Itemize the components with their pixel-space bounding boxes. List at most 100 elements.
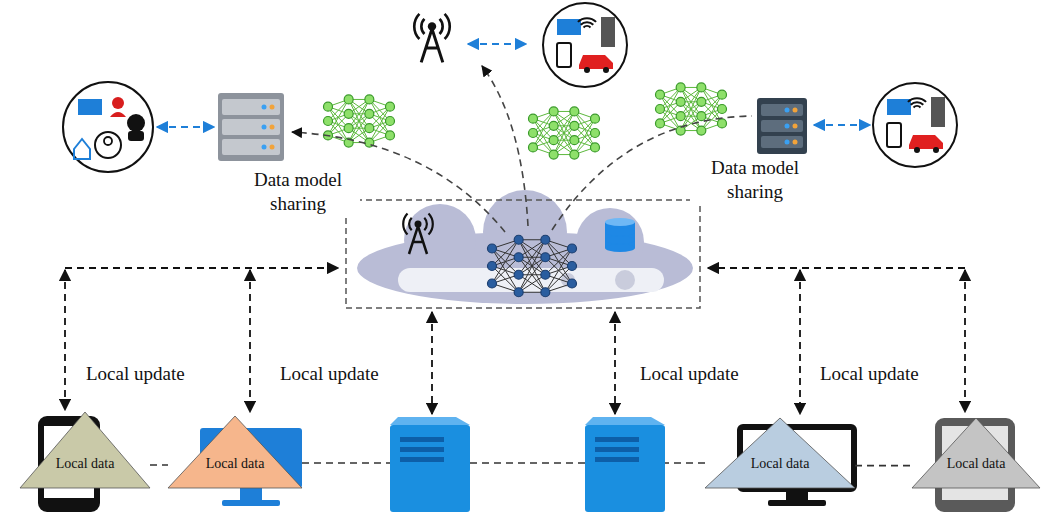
- house-icon: [74, 139, 90, 159]
- tower-wave: [421, 19, 424, 34]
- server-led: [262, 125, 267, 130]
- network-neuron: [386, 131, 395, 140]
- database-top: [605, 218, 635, 226]
- server-led: [785, 140, 790, 145]
- tower-wave: [414, 14, 419, 39]
- database-layer: [605, 228, 635, 236]
- network-neuron: [570, 150, 579, 159]
- devices: [38, 416, 1015, 512]
- wifi-icon: [914, 106, 921, 107]
- triangle-shape: [20, 412, 150, 488]
- network-neuron: [718, 90, 727, 99]
- server-tower: [390, 425, 470, 512]
- network-link: [554, 111, 575, 154]
- wifi-icon: [584, 26, 591, 27]
- network-neuron: [541, 235, 550, 244]
- server-icon: [931, 97, 945, 127]
- wifi-icon: [908, 98, 926, 102]
- tower-top: [428, 22, 436, 30]
- network-neuron: [570, 107, 579, 116]
- monitor-icon: [887, 99, 911, 115]
- database-layer: [605, 244, 635, 252]
- network-neuron: [568, 262, 577, 271]
- update-arrow: [64, 270, 66, 410]
- network-neuron: [541, 253, 550, 262]
- database-layer: [605, 236, 635, 244]
- node-text: Local data: [206, 457, 265, 472]
- server-slot: [400, 447, 444, 452]
- server-slot: [595, 447, 639, 452]
- monitor-stand: [786, 490, 808, 500]
- cloud-button: [615, 270, 635, 290]
- network-neuron: [718, 119, 727, 128]
- device-group-circle: [63, 82, 153, 172]
- device-group-circle: [543, 3, 627, 87]
- robot-icon: [128, 131, 144, 141]
- cloud-shape: [404, 204, 476, 276]
- update-arrow: [799, 270, 801, 414]
- link-arrow: [157, 126, 214, 128]
- network-neuron: [365, 109, 374, 118]
- network-link: [681, 87, 702, 130]
- wifi-icon: [911, 102, 924, 105]
- triangle-fill: [705, 418, 855, 488]
- server-tower: [585, 425, 665, 512]
- triangle-shape: [168, 416, 302, 488]
- person-icon: [112, 97, 124, 109]
- model-sharing-group: [63, 3, 957, 232]
- server-unit: [222, 99, 280, 115]
- network-neuron: [365, 124, 374, 133]
- monitor-icon: [557, 19, 581, 35]
- network-link: [492, 257, 519, 283]
- network-neuron: [344, 109, 353, 118]
- node-text: Local data: [751, 457, 810, 472]
- monitor-base: [768, 500, 826, 506]
- server-unit: [222, 139, 280, 155]
- triangle-fill: [912, 418, 1040, 488]
- local-update-arrows: [65, 268, 965, 414]
- network-neuron: [591, 129, 600, 138]
- car-wheel: [584, 67, 590, 73]
- network-neuron: [529, 114, 538, 123]
- network-neuron: [656, 105, 665, 114]
- network-link: [681, 87, 702, 130]
- network-neuron: [514, 253, 523, 262]
- network-neuron: [529, 143, 538, 152]
- network-neuron: [676, 83, 685, 92]
- node-text: Local data: [947, 457, 1006, 472]
- server-led: [793, 124, 798, 129]
- network-neuron: [386, 102, 395, 111]
- server-top: [390, 417, 470, 425]
- server-led: [262, 105, 267, 110]
- network-neuron: [488, 244, 497, 253]
- network-neuron: [591, 143, 600, 152]
- local-data-triangle: Local data: [20, 412, 150, 488]
- monitor-icon: [78, 99, 102, 115]
- tower-wave: [403, 214, 407, 235]
- network-neuron: [514, 270, 523, 279]
- network-neuron: [718, 105, 727, 114]
- server-slot: [400, 457, 444, 462]
- network-neuron: [324, 102, 333, 111]
- server-unit: [761, 120, 803, 132]
- network-neuron: [656, 119, 665, 128]
- triangle-fill: [168, 416, 302, 488]
- network-neuron: [549, 107, 558, 116]
- cloud-server: [346, 190, 700, 308]
- network-neuron: [676, 97, 685, 106]
- user-icon: [104, 137, 112, 145]
- network-link: [554, 111, 575, 154]
- tower-wave: [440, 19, 443, 34]
- server-led: [785, 124, 790, 129]
- cloud-shape: [576, 208, 644, 276]
- network-link: [349, 99, 370, 142]
- tower-wave: [409, 218, 412, 231]
- network-neuron: [514, 235, 523, 244]
- network-neuron: [514, 288, 523, 297]
- network-neuron: [541, 288, 550, 297]
- user-icon: [95, 132, 121, 158]
- network-neuron: [549, 121, 558, 130]
- network-neuron: [697, 97, 706, 106]
- tower-wave: [429, 214, 433, 235]
